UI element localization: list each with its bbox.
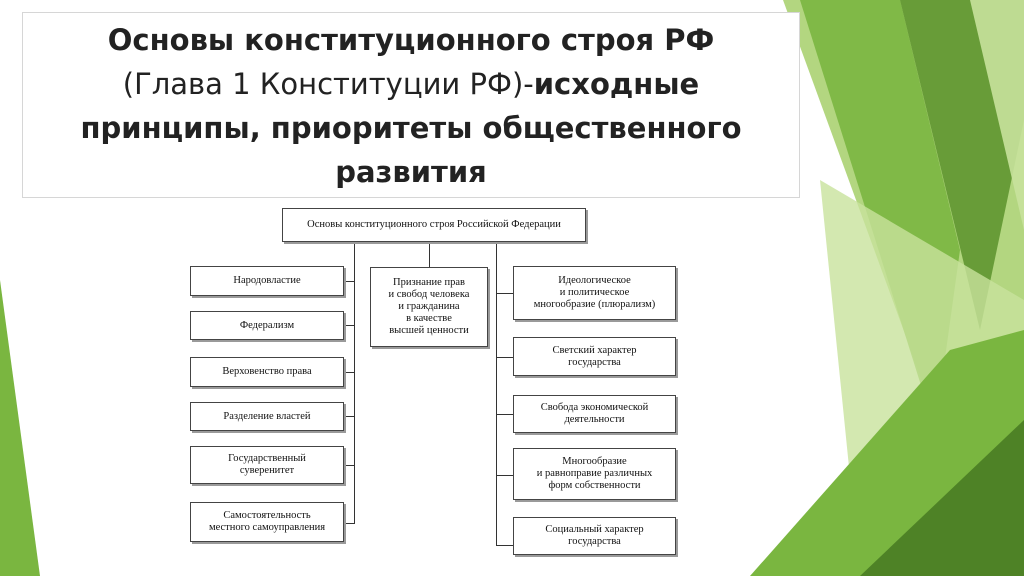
right-node-1: Идеологическое и политическое многообраз… [513, 266, 676, 320]
connector [344, 325, 355, 326]
connector [429, 243, 430, 267]
connector [496, 357, 513, 358]
connector [354, 243, 355, 524]
connector [496, 545, 513, 546]
slide-title-line2-normal: (Глава 1 Конституции РФ)- [122, 67, 534, 101]
center-node: Признание прав и свобод человека и гражд… [370, 267, 488, 347]
slide-title-line4: развития [335, 155, 487, 189]
connector [344, 523, 355, 524]
left-node-2: Федерализм [190, 311, 344, 340]
connector [344, 372, 355, 373]
title-box: Основы конституционного строя РФ (Глава … [22, 12, 800, 198]
connector [344, 281, 355, 282]
left-node-1: Народовластие [190, 266, 344, 296]
connector [344, 465, 355, 466]
slide-title-line3: принципы, приоритеты общественного [80, 111, 742, 145]
right-node-4: Многообразие и равноправие различных фор… [513, 448, 676, 500]
slide-title-line1: Основы конституционного строя РФ [107, 23, 715, 57]
connector [496, 293, 513, 294]
root-node: Основы конституционного строя Российской… [282, 208, 586, 242]
left-node-4: Разделение властей [190, 402, 344, 431]
right-node-2: Светский характер государства [513, 337, 676, 376]
left-node-6: Самостоятельность местного самоуправлени… [190, 502, 344, 542]
right-node-5: Социальный характер государства [513, 517, 676, 555]
connector [496, 243, 497, 546]
right-node-3: Свобода экономической деятельности [513, 395, 676, 433]
connector [496, 414, 513, 415]
slide-title-line2-bold: исходные [533, 67, 700, 101]
connector [344, 416, 355, 417]
slide-title-line2: (Глава 1 Конституции РФ)-исходные [23, 67, 799, 101]
left-node-5: Государственный суверенитет [190, 446, 344, 484]
connector [496, 475, 513, 476]
left-node-3: Верховенство права [190, 357, 344, 387]
